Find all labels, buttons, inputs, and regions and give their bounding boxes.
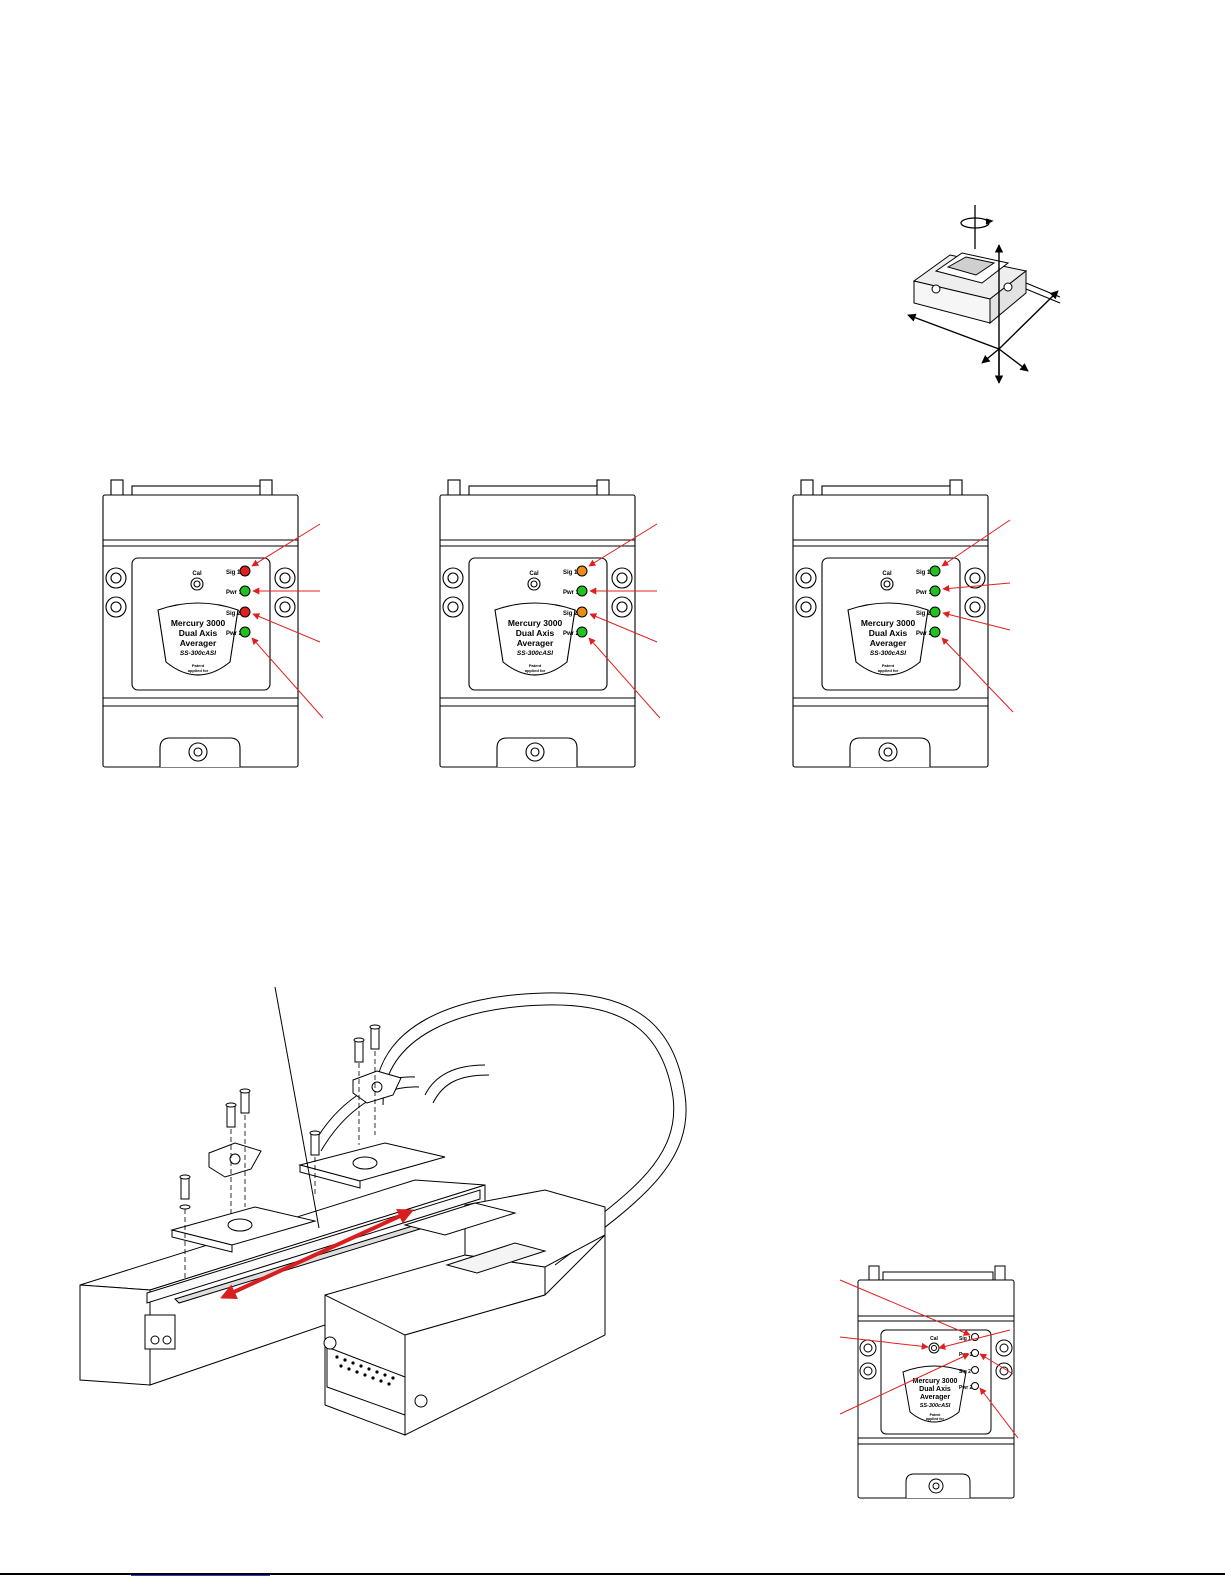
sig1-led — [239, 565, 251, 577]
averager-red-leds: Cal Sig 1 Pwr 1 Sig 2 Pwr 2 Mercury 3000… — [98, 479, 338, 772]
rotation-arrow-icon — [960, 205, 994, 249]
device-name-2: Dual Axis — [919, 1386, 951, 1393]
device-name-2: Dual Axis — [179, 628, 218, 638]
device-name-1: Mercury 3000 — [508, 618, 563, 628]
pwr1-label: Pwr 1 — [916, 590, 933, 596]
device-name-3: Averager — [870, 638, 907, 648]
device-model: SS-300cASI — [180, 650, 216, 657]
sig2-label: Sig 2 — [959, 1369, 971, 1375]
cal-label: Cal — [930, 1336, 938, 1342]
sig1-label: Sig 1 — [563, 570, 578, 576]
cal-label: Cal — [529, 571, 539, 577]
pwr2-led — [929, 626, 941, 638]
pwr1-led — [576, 585, 588, 597]
averager-device-drawing: Cal Sig 1 Pwr 1 Sig 2 Pwr 2 Mercury 3000… — [439, 479, 661, 768]
sensor-axes-figure — [900, 205, 1080, 395]
footer-rule — [0, 1573, 1225, 1575]
sig1-label: Sig 1 — [226, 570, 241, 576]
device-name-2: Dual Axis — [869, 628, 908, 638]
pwr2-label: Pwr 2 — [226, 631, 243, 637]
patent-2: applied for — [525, 668, 546, 673]
pwr2-label: Pwr 2 — [916, 631, 933, 637]
patent-1: Patent — [882, 663, 895, 668]
pwr2-led — [576, 626, 588, 638]
device-name-1: Mercury 3000 — [171, 618, 226, 628]
calibration-fixture-figure — [75, 985, 705, 1445]
callout-arrow-icon — [839, 1279, 1019, 1439]
sig2-label: Sig 2 — [916, 611, 931, 617]
averager-orange-leds: Cal Sig 1 Pwr 1 Sig 2 Pwr 2 Mercury 3000… — [435, 479, 675, 772]
patent-2: applied for — [926, 1417, 945, 1421]
cal-label: Cal — [882, 571, 892, 577]
device-model: SS-300cASI — [517, 650, 553, 657]
averager-green-leds: Cal Sig 1 Pwr 1 Sig 2 Pwr 2 Mercury 3000… — [788, 479, 1028, 772]
device-name-1: Mercury 3000 — [913, 1378, 958, 1385]
callout-arrow-icon — [251, 523, 324, 719]
axis-arrows-icon — [907, 244, 1059, 384]
averager-component-callouts: Cal Sig 1 Pwr 1 Sig 2 Pwr 2 Mercury 3000… — [838, 1262, 1028, 1502]
device-model: SS-300cASI — [870, 650, 906, 657]
pwr2-led — [971, 1382, 979, 1390]
patent-1: Patent — [192, 663, 205, 668]
device-name-1: Mercury 3000 — [861, 618, 916, 628]
patent-1: Patent — [529, 663, 542, 668]
slide-callout-line — [274, 986, 320, 1229]
pwr1-label: Pwr 1 — [226, 590, 243, 596]
pwr1-led — [239, 585, 251, 597]
sig1-label: Sig 1 — [959, 1336, 971, 1342]
patent-2: applied for — [878, 668, 899, 673]
device-name-3: Averager — [180, 638, 217, 648]
patent-2: applied for — [188, 668, 209, 673]
averager-device-drawing: Cal Sig 1 Pwr 1 Sig 2 Pwr 2 Mercury 3000… — [839, 1265, 1019, 1499]
travel-direction-arrow — [220, 1209, 414, 1299]
device-name-2: Dual Axis — [516, 628, 555, 638]
device-name-3: Averager — [920, 1394, 950, 1401]
sig2-label: Sig 2 — [563, 611, 578, 617]
sig2-led — [576, 606, 588, 618]
averager-device-drawing: Cal Sig 1 Pwr 1 Sig 2 Pwr 2 Mercury 3000… — [102, 479, 324, 768]
sig2-led — [971, 1366, 979, 1374]
sig1-led — [576, 565, 588, 577]
sig2-led — [239, 606, 251, 618]
pwr1-led — [971, 1349, 979, 1357]
pwr2-label: Pwr 2 — [959, 1385, 973, 1391]
sig1-label: Sig 1 — [916, 570, 931, 576]
averager-device-drawing: Cal Sig 1 Pwr 1 Sig 2 Pwr 2 Mercury 3000… — [792, 479, 1014, 768]
footer-link-underline[interactable] — [131, 1575, 270, 1576]
sig2-label: Sig 2 — [226, 611, 241, 617]
device-name-3: Averager — [517, 638, 554, 648]
pwr1-label: Pwr 1 — [563, 590, 580, 596]
patent-1: Patent — [930, 1413, 942, 1417]
pwr1-led — [929, 585, 941, 597]
cal-label: Cal — [192, 571, 202, 577]
sig1-led — [929, 565, 941, 577]
callout-arrow-icon — [941, 519, 1014, 713]
pwr2-led — [239, 626, 251, 638]
callout-arrow-icon — [588, 523, 661, 719]
sensor-body — [912, 252, 1061, 325]
sig2-led — [929, 606, 941, 618]
pwr2-label: Pwr 2 — [563, 631, 580, 637]
device-model: SS-300cASI — [920, 1403, 951, 1409]
